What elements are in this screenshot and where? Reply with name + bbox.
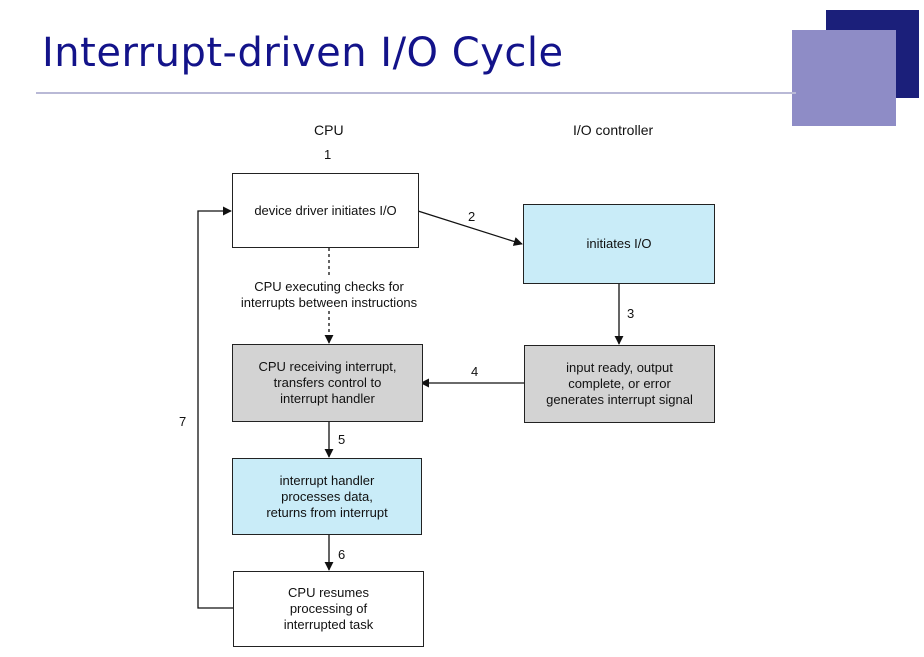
- step-7-label: 7: [179, 414, 187, 429]
- cpu-receiving-interrupt-box: CPU receiving interrupt, transfers contr…: [232, 344, 423, 422]
- step-1-label: 1: [324, 147, 332, 162]
- cpu-resumes-text: CPU resumes processing of interrupted ta…: [283, 585, 374, 632]
- cpu-checks-note: CPU executing checks for interrupts betw…: [232, 279, 426, 311]
- io-initiates-box: initiates I/O: [523, 204, 715, 284]
- step-4-label: 4: [471, 364, 479, 379]
- io-initiates-text: initiates I/O: [586, 236, 652, 251]
- device-driver-initiates-text: device driver initiates I/O: [254, 202, 397, 218]
- corner-decoration-light: [792, 30, 896, 126]
- cpu-resumes-box: CPU resumes processing of interrupted ta…: [233, 571, 424, 647]
- cpu-column-label: CPU: [314, 122, 344, 138]
- interrupt-handler-box: interrupt handler processes data, return…: [232, 458, 422, 535]
- arrow-7-loop: [197, 206, 233, 609]
- interrupt-handler-text: interrupt handler processes data, return…: [266, 472, 388, 520]
- input-ready-text: input ready, output complete, or error g…: [546, 360, 693, 407]
- input-ready-box: input ready, output complete, or error g…: [524, 345, 715, 423]
- step-3-label: 3: [627, 306, 635, 321]
- step-5-label: 5: [338, 432, 346, 447]
- slide-title: Interrupt-driven I/O Cycle: [42, 30, 564, 76]
- step-2-label: 2: [468, 209, 476, 224]
- cpu-checks-note-text: CPU executing checks for interrupts betw…: [240, 279, 418, 310]
- cpu-receiving-interrupt-text: CPU receiving interrupt, transfers contr…: [258, 359, 397, 406]
- arrow-2: [417, 210, 523, 246]
- step-6-label: 6: [338, 547, 346, 562]
- device-driver-initiates-box: device driver initiates I/O: [232, 173, 419, 248]
- io-controller-column-label: I/O controller: [573, 122, 654, 138]
- title-divider: [36, 92, 796, 94]
